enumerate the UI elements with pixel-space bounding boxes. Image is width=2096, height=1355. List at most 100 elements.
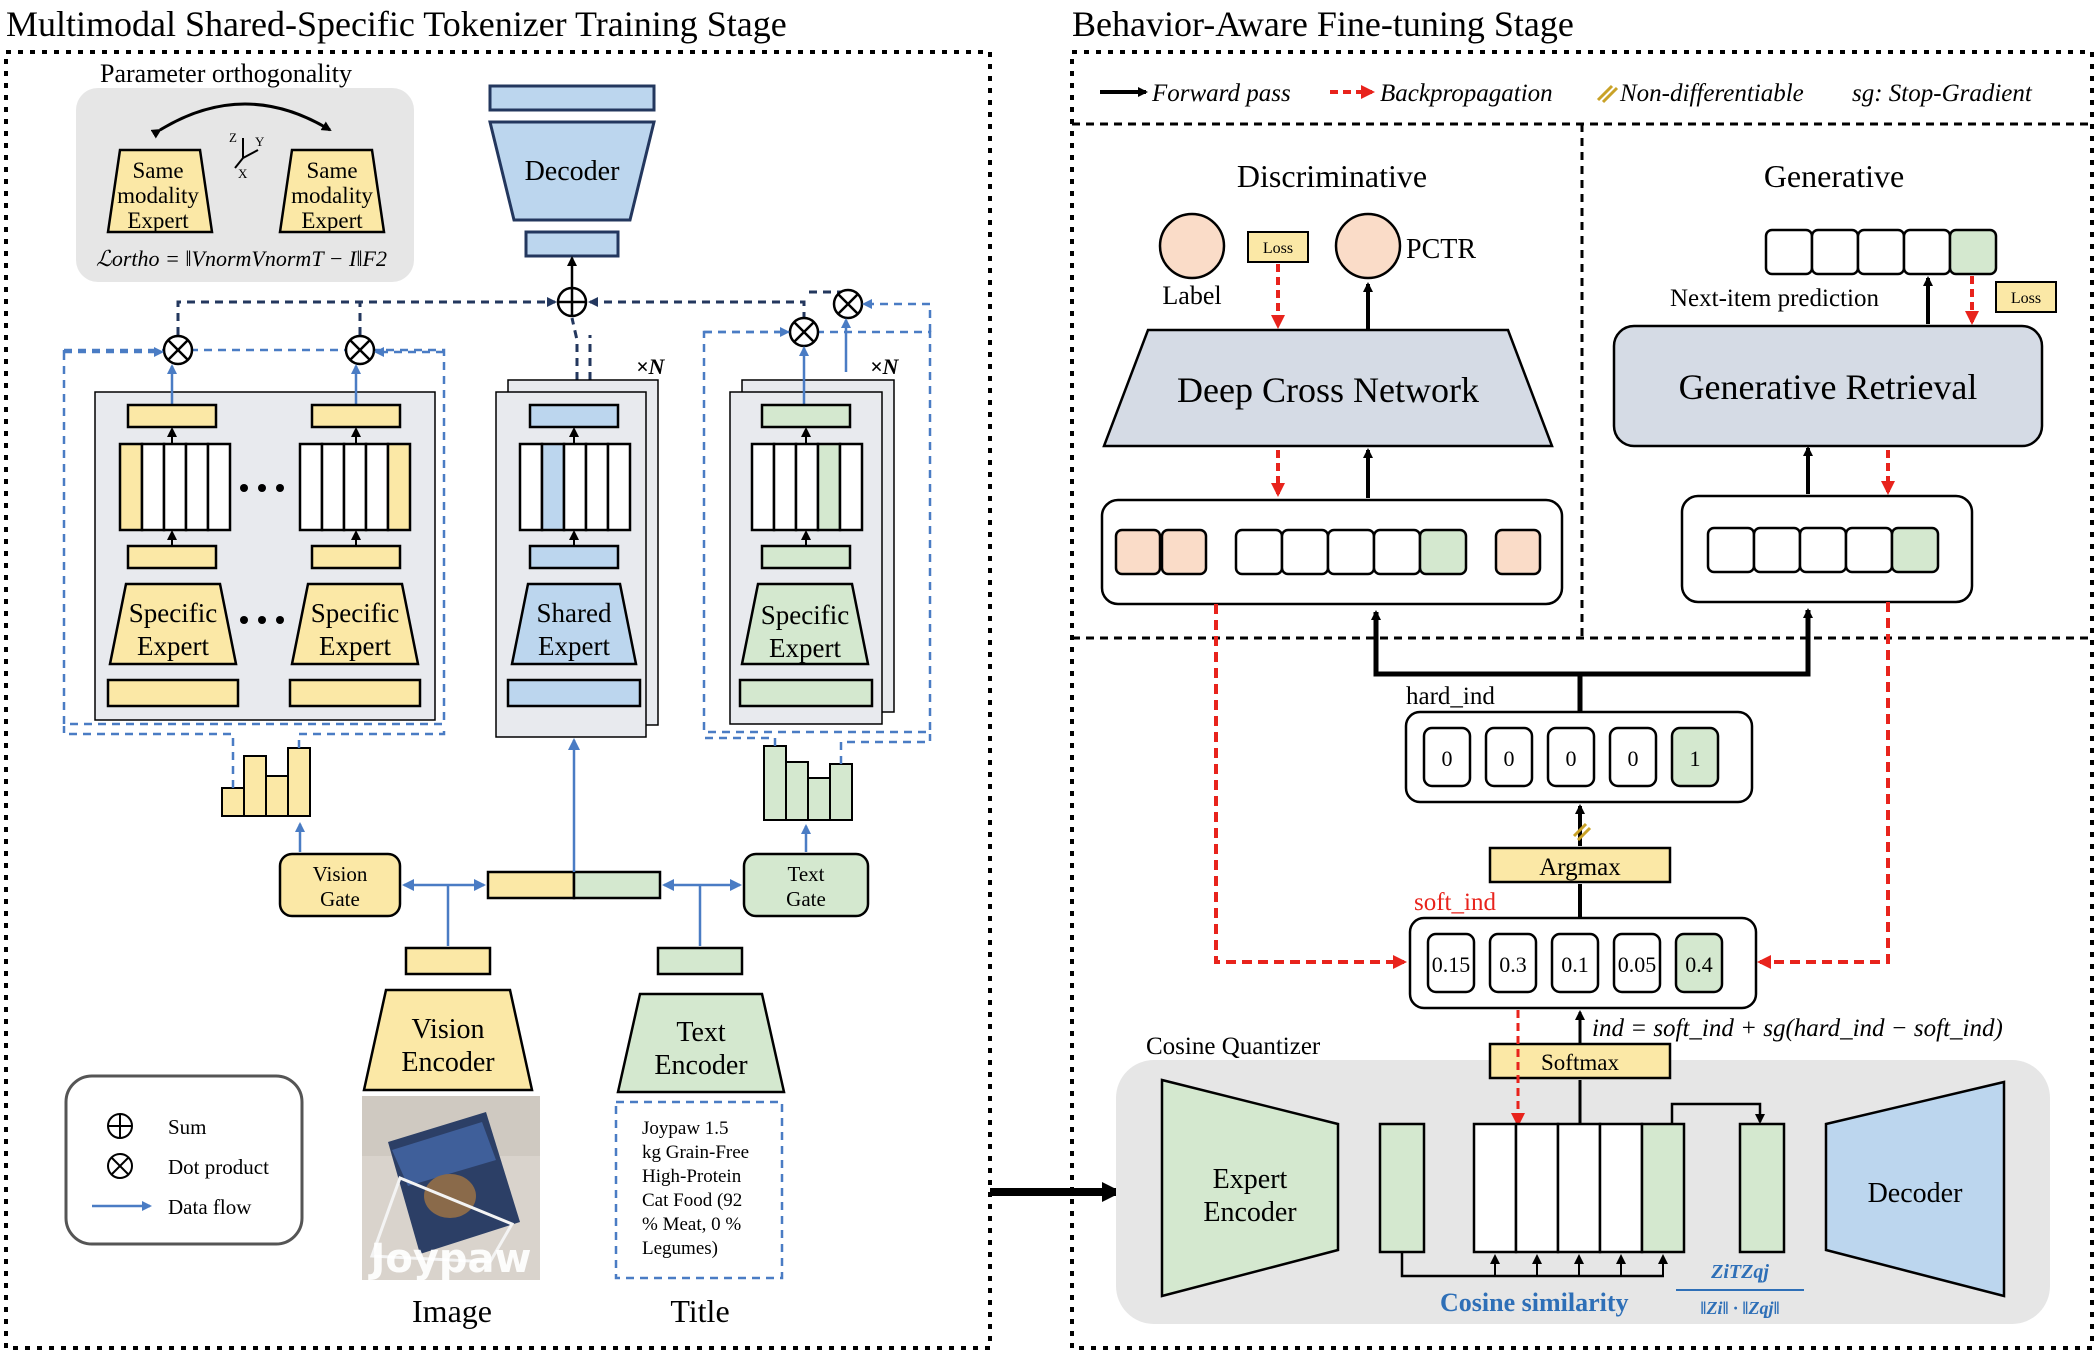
argmax-label: Argmax [1539, 854, 1621, 881]
specific-expert-1-l1: Specific [129, 598, 217, 628]
shared-expert-l1: Shared [537, 598, 612, 628]
gen-loss-label: Loss [2011, 290, 2041, 307]
pctr-node [1334, 212, 1402, 280]
soft_ind-cell [1426, 932, 1476, 994]
quantizer-decoder [1824, 1080, 2006, 1298]
text-gate-l2: Gate [786, 887, 826, 911]
next-item-sequence [1764, 228, 1998, 276]
svg-text:Z: Z [229, 130, 237, 145]
disc-loss-label: Loss [1263, 240, 1293, 257]
legend-flow-label: Data flow [168, 1195, 252, 1219]
hard-ind-label: hard_ind [1406, 683, 1495, 710]
deep-cross-network [1102, 328, 1554, 448]
hard_ind-cell [1546, 726, 1596, 788]
legend-sg-label: sg: Stop-Gradient [1852, 80, 2033, 107]
axis-icon [234, 138, 259, 169]
hard_ind-value: 0 [1628, 746, 1639, 771]
soft_ind-value: 0.1 [1561, 952, 1589, 977]
argmax: Argmax [1488, 804, 1672, 918]
ellipsis-dots [240, 484, 284, 624]
soft_ind-value: 0.4 [1685, 952, 1713, 977]
text-encoder: Text Encoder [616, 946, 786, 1094]
deep-cross-network-label: Deep Cross Network [1177, 370, 1479, 410]
latent-vector [1378, 1122, 1426, 1254]
top-decoder-label: Decoder [525, 156, 621, 187]
cosine-quantizer: Cosine Quantizer Softmax Expert Encoder [1116, 1010, 2050, 1324]
dot-node-4 [832, 288, 864, 320]
vision-gate-histogram [62, 726, 446, 852]
text-gate-l1: Text [787, 862, 824, 886]
product-title-l4: Cat Food (92 [642, 1190, 742, 1211]
next-item-label: Next-item prediction [1670, 285, 1879, 312]
legend-forward-label: Forward pass [1151, 80, 1291, 107]
product-image-brand: Joypaw [367, 1236, 531, 1282]
top-decoder: Decoder [488, 84, 656, 258]
soft-ind-label: soft_ind [1414, 889, 1496, 916]
stop-gradient-icon [1572, 822, 1592, 842]
product-title-box: Joypaw 1.5 kg Grain-Free High-Protein Ca… [614, 1100, 784, 1280]
hard_ind-value: 0 [1442, 746, 1453, 771]
pctr-label: PCTR [1406, 234, 1476, 265]
soft_ind-cell [1550, 932, 1600, 994]
quantized-vector [1738, 1122, 1786, 1254]
sum-icon [107, 1113, 133, 1139]
hard_ind-cell [1422, 726, 1472, 788]
vision-gate-l1: Vision [313, 862, 368, 886]
codebook-shared [518, 442, 632, 532]
hard_ind-cell [1670, 726, 1720, 788]
non-differentiable-icon [1596, 84, 1619, 104]
ortho-expert-left [106, 148, 214, 234]
dot-node-2 [344, 334, 376, 366]
product-title-l2: kg Grain-Free [642, 1142, 749, 1163]
sum-node [556, 256, 588, 318]
legend-sum-label: Sum [168, 1115, 207, 1139]
expert-encoder [1160, 1078, 1340, 1298]
specific-expert-2-l2: Expert [319, 631, 391, 661]
cosine-quantizer-title: Cosine Quantizer [1146, 1033, 1321, 1060]
generative-retrieval-label: Generative Retrieval [1679, 367, 1978, 407]
shared-expert [510, 582, 638, 666]
ortho-expert-left-l2: modality [117, 183, 199, 208]
left-stage-border [4, 50, 992, 1350]
legend-dot-label: Dot product [168, 1155, 269, 1179]
ortho-expert-left-l3: Expert [127, 208, 189, 233]
soft_ind-cell [1674, 932, 1724, 994]
disc-loss-box [1247, 231, 1309, 263]
vision-gate-l2: Gate [320, 887, 360, 911]
soft_ind-value: 0.15 [1432, 952, 1471, 977]
vision-encoder-l1: Vision [412, 1014, 485, 1045]
codebook-matrix [1472, 1122, 1686, 1254]
generative-panel: Generative Next-item prediction Loss Gen… [1612, 158, 2057, 604]
shared-times-n: ×N [636, 354, 666, 379]
text-times-n: ×N [870, 354, 900, 379]
softmax-label: Softmax [1541, 1050, 1619, 1075]
hard_ind-value: 0 [1504, 746, 1515, 771]
soft_ind-cell [1612, 932, 1662, 994]
discriminative-title: Discriminative [1237, 158, 1427, 194]
ortho-expert-right-l1: Same [306, 158, 357, 183]
hard-ind-fanout [1371, 608, 1813, 712]
text-encoder-l2: Encoder [654, 1050, 748, 1081]
right-stage-border [1070, 50, 2094, 1350]
product-title-l1: Joypaw 1.5 [642, 1118, 729, 1139]
image-label: Image [412, 1293, 492, 1329]
ortho-expert-right-l3: Expert [301, 208, 363, 233]
ortho-panel: Parameter orthogonality Z Y X Same modal… [76, 59, 414, 282]
label-text: Label [1162, 281, 1221, 310]
backprop-paths [1214, 602, 1890, 969]
label-node [1158, 212, 1226, 280]
similarity-arrows [1490, 1254, 1668, 1276]
product-title-l6: Legumes) [642, 1238, 718, 1259]
ind-formula: ind = soft_ind + sg(hard_ind − soft_ind) [1592, 1015, 2003, 1042]
ortho-title: Parameter orthogonality [100, 59, 352, 88]
left-legend: Sum Dot product Data flow [64, 1074, 304, 1246]
specific-expert-1 [108, 582, 238, 666]
merge-lines [176, 290, 848, 380]
specific-expert-1-l2: Expert [137, 631, 209, 661]
text-encoder-l1: Text [676, 1017, 726, 1048]
hard_ind-cell [1608, 726, 1658, 788]
dot-product-icon [107, 1153, 133, 1179]
cosine-numerator: ZiTZqj [1710, 1261, 1769, 1283]
